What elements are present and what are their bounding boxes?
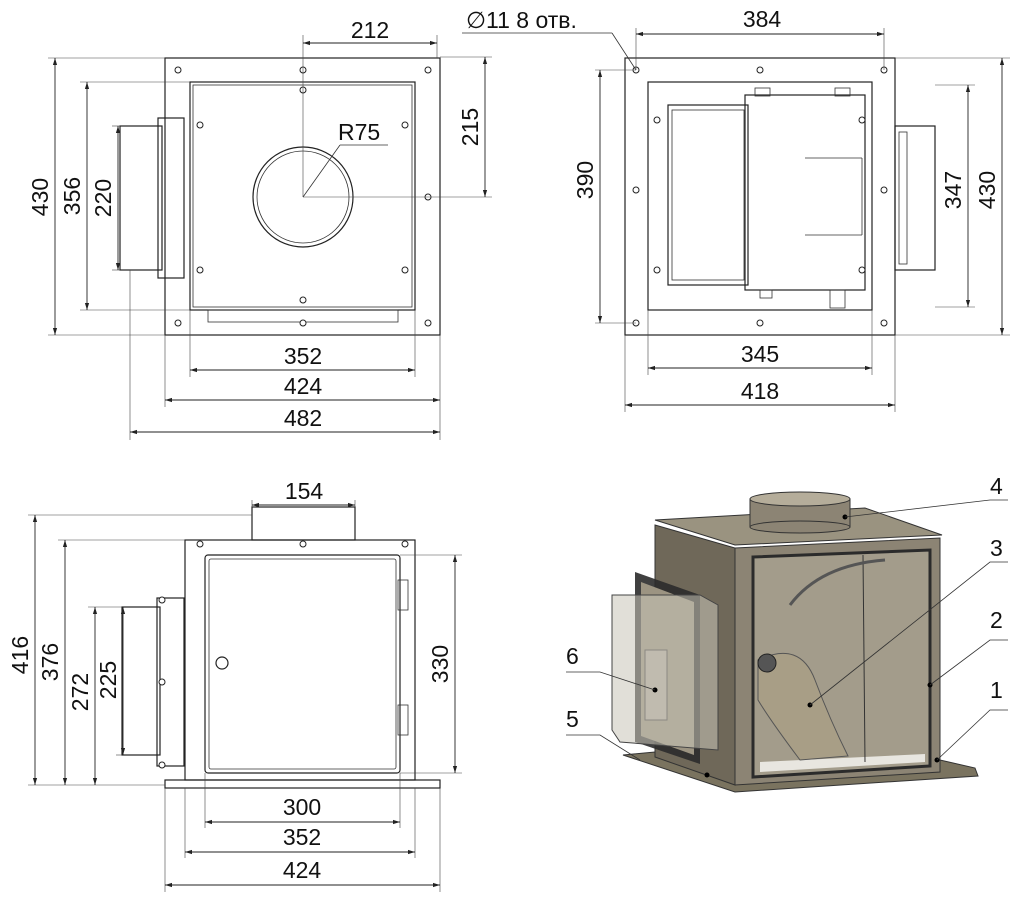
body-outline <box>647 81 873 311</box>
mechanism <box>744 94 866 291</box>
side-box <box>894 125 936 271</box>
damper-blade <box>757 652 849 761</box>
dim-424: 424 <box>284 373 323 399</box>
dim-r75: R75 <box>338 119 380 145</box>
door <box>204 554 401 774</box>
dim-418: 418 <box>741 378 779 404</box>
bolt-heads <box>158 540 409 769</box>
front-view: 154 416 376 272 225 330 300 352 424 <box>7 478 462 892</box>
isometric-view: 4 3 2 1 6 5 <box>566 473 1008 793</box>
transparent-cover <box>611 594 719 751</box>
callout-6: 6 <box>566 643 579 669</box>
callout-4: 4 <box>990 473 1003 499</box>
dim-482: 482 <box>284 405 322 431</box>
side-box <box>119 125 163 271</box>
dim-384: 384 <box>743 6 782 32</box>
dim-390: 390 <box>572 161 598 199</box>
dim-215: 215 <box>457 108 483 146</box>
flange <box>164 779 441 789</box>
dim-430: 430 <box>27 178 53 216</box>
dim-430: 430 <box>974 171 1000 209</box>
dim-154: 154 <box>285 478 324 504</box>
dim-352: 352 <box>283 824 321 850</box>
callout-leader-6 <box>566 671 656 691</box>
callout-2: 2 <box>990 607 1003 633</box>
dim-212: 212 <box>351 17 389 43</box>
dim-345: 345 <box>741 341 779 367</box>
callout-leader-1 <box>936 709 1008 761</box>
dim-356: 356 <box>59 177 85 215</box>
spigot <box>251 506 356 541</box>
callout-leader-3 <box>809 561 1008 706</box>
side-box <box>121 606 161 756</box>
door-lock-icon <box>215 656 229 670</box>
dim-330: 330 <box>427 645 453 683</box>
dim-376: 376 <box>37 643 63 681</box>
dim-300: 300 <box>283 794 321 820</box>
callout-3: 3 <box>990 535 1003 561</box>
callout-5: 5 <box>566 706 579 732</box>
flange-outline <box>164 57 441 336</box>
dim-416: 416 <box>7 636 33 674</box>
damper-axle <box>757 653 777 673</box>
dim-424: 424 <box>283 857 322 883</box>
body-outline <box>189 81 416 311</box>
callout-leader-2 <box>929 639 1008 686</box>
dim-347: 347 <box>940 171 966 209</box>
dim-220: 220 <box>90 179 116 217</box>
body-outline <box>184 539 416 781</box>
bolt-holes <box>632 66 888 327</box>
callout-1: 1 <box>990 677 1003 703</box>
hole-note: ∅11 8 отв. <box>466 7 577 33</box>
top-view: 212 215 R75 430 356 220 352 424 482 <box>27 17 492 440</box>
dim-272: 272 <box>67 673 93 711</box>
callout-leader-4 <box>844 499 1008 518</box>
rear-view: ∅11 8 отв. 384 390 347 430 345 418 <box>462 6 1010 412</box>
dim-352: 352 <box>284 343 322 369</box>
callout-leader-5 <box>566 734 641 761</box>
dim-225: 225 <box>95 661 121 699</box>
